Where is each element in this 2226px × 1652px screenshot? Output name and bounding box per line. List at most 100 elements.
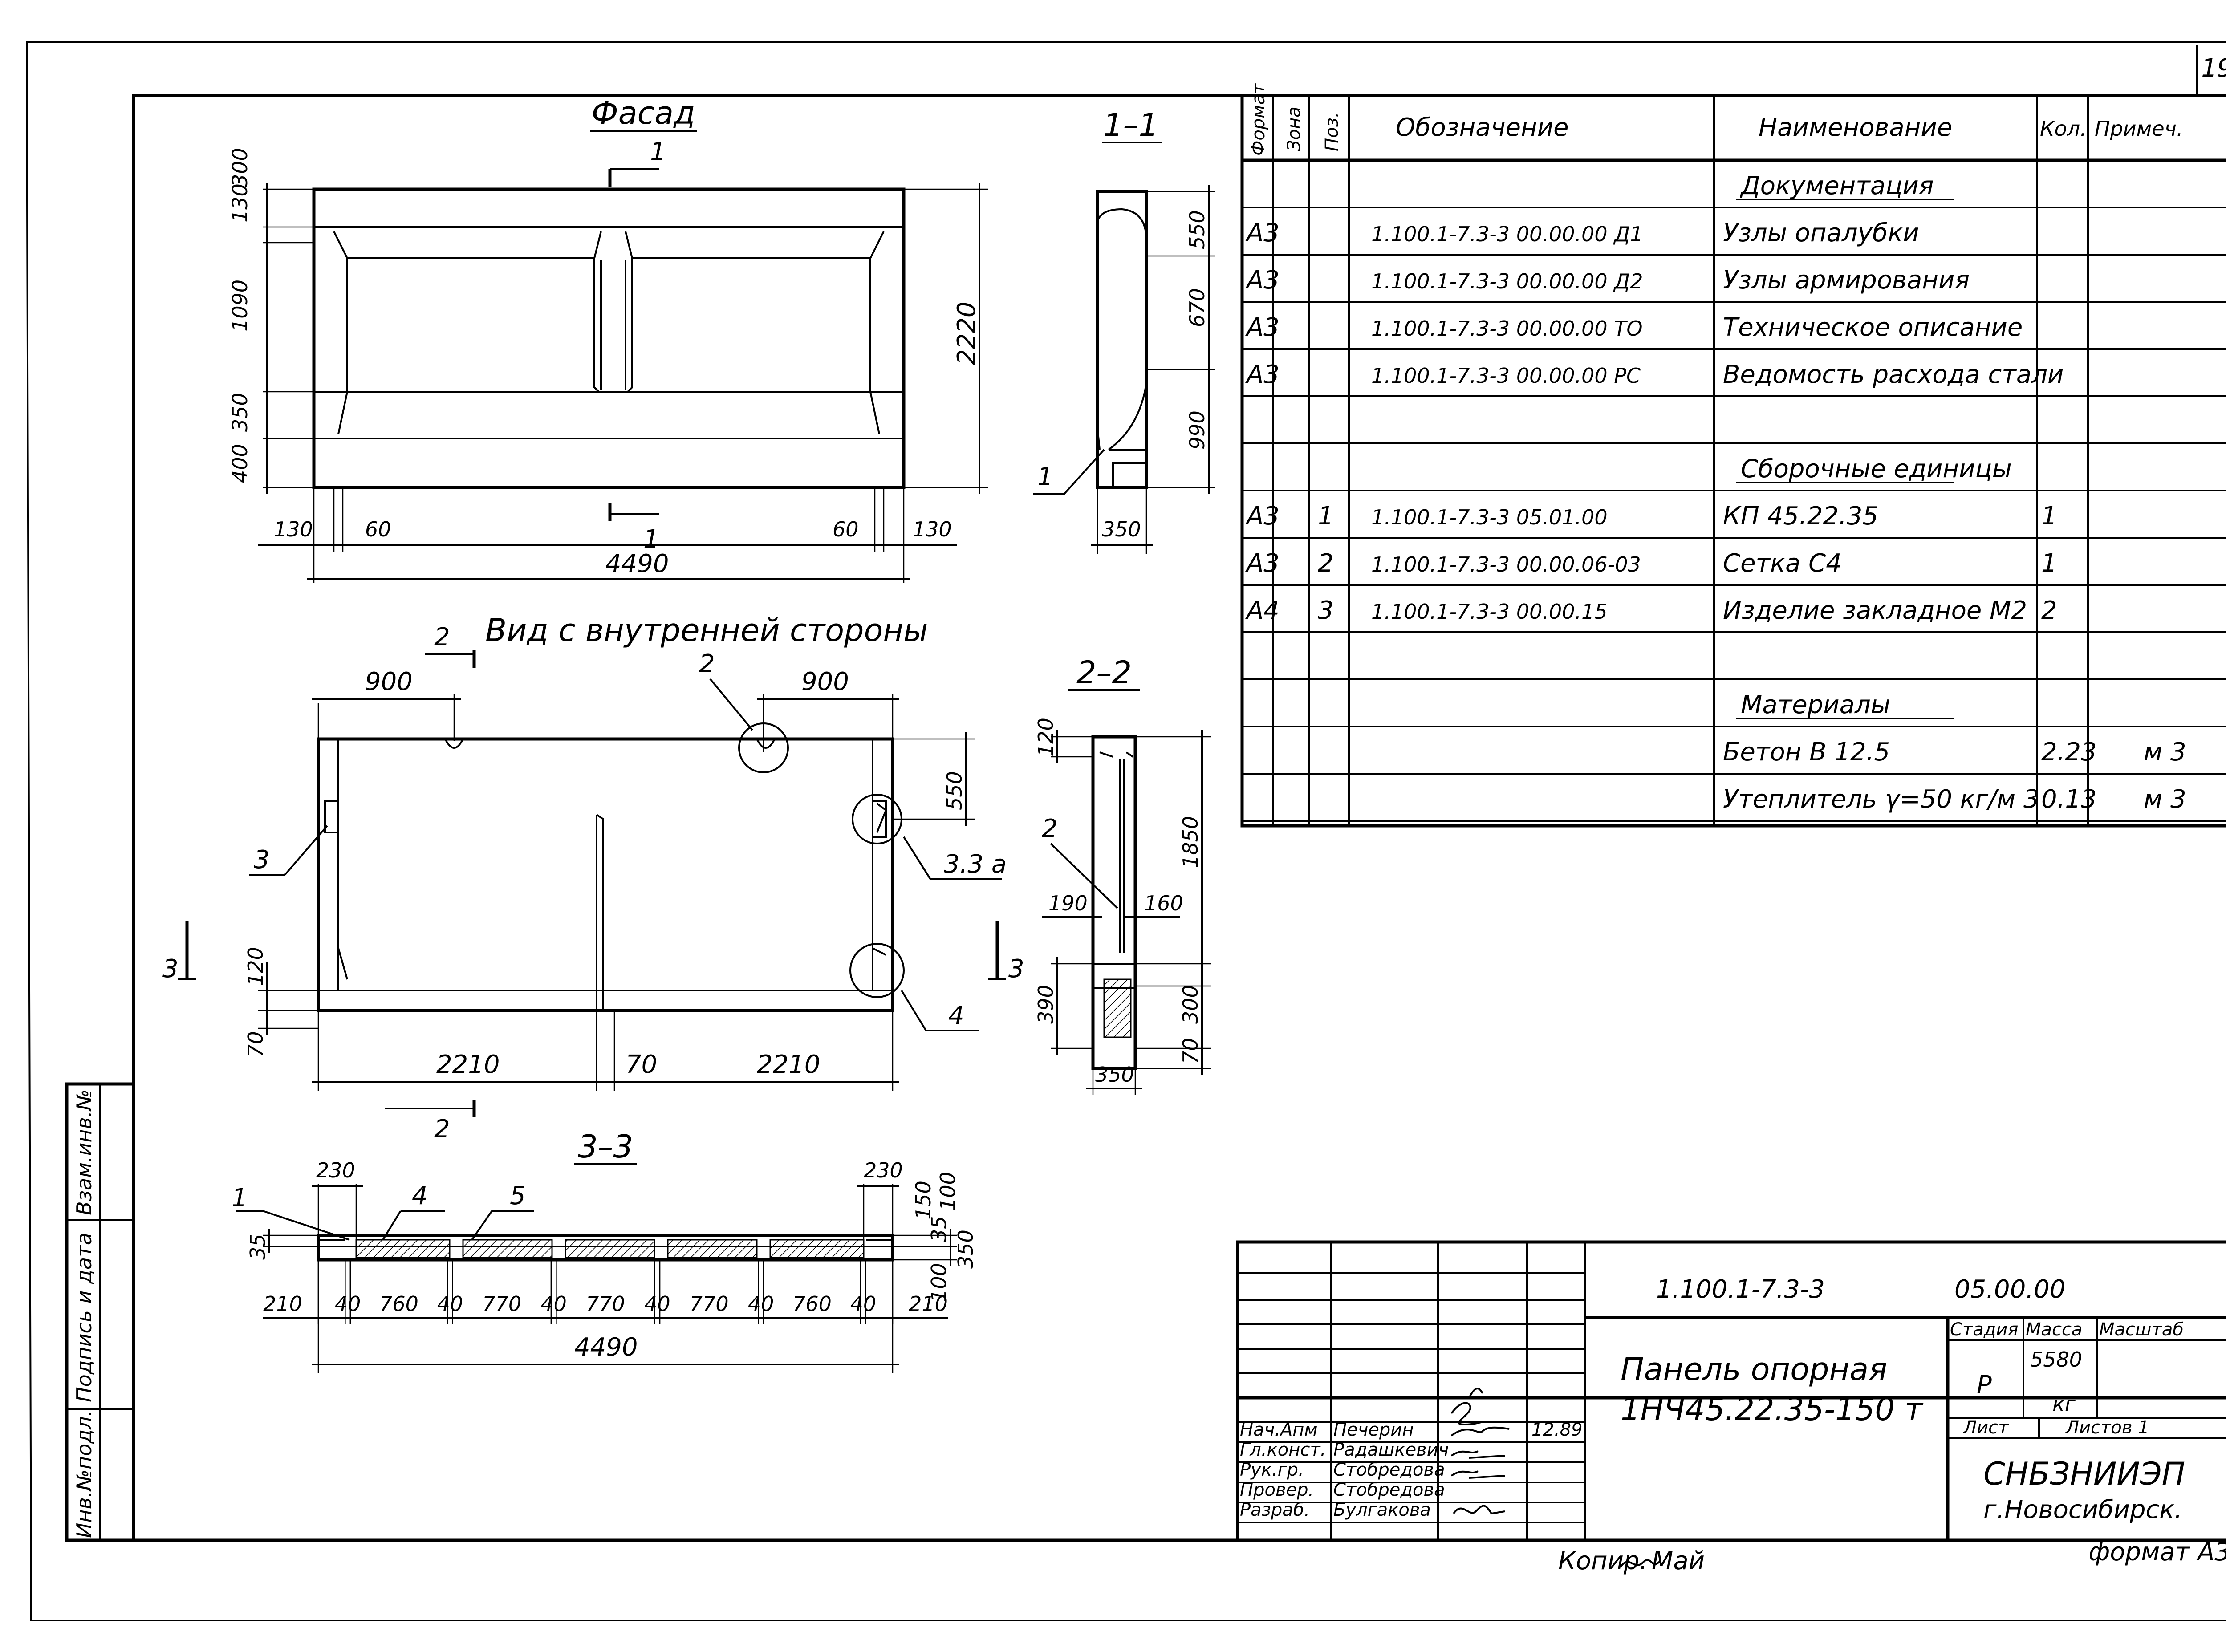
- facade-dim-b3: 60: [833, 517, 859, 541]
- spec-row-qty: 0.13: [2041, 785, 2097, 814]
- spec-row-format: А3: [1245, 360, 1280, 389]
- spec-row-name: Материалы: [1741, 690, 1890, 719]
- title-name-line2: 1НЧ45.22.35-150 т: [1621, 1391, 1924, 1428]
- facade-dim-b2: 60: [365, 517, 391, 541]
- section-3-3-title: 3–3: [578, 1128, 633, 1165]
- spec-row-pos: 1: [1318, 502, 1334, 531]
- section-3-3: 3–3 1 4 5 230 230 150 100 35 350 100 35 …: [232, 1128, 978, 1373]
- section-3-3-callout-1: 1: [232, 1184, 248, 1213]
- title-stage-header: Стадия: [1950, 1319, 2018, 1340]
- facade-dim-2220: 2220: [952, 301, 981, 365]
- section-3-3-dim-label: 40: [644, 1292, 670, 1316]
- section-1-1-dim-670: 670: [1185, 288, 1209, 327]
- facade-cut-bottom: 1: [643, 525, 659, 554]
- inner-cut-right: 3: [1008, 954, 1024, 983]
- spec-row-designation: 1.100.1-7.3-3 00.00.00 Д2: [1371, 269, 1643, 293]
- spec-row-note: м 3: [2144, 785, 2186, 814]
- spec-row-designation: 1.100.1-7.3-3 05.01.00: [1371, 505, 1608, 529]
- inner-dim-900-left: 900: [365, 667, 413, 696]
- facade-cut-top: 1: [650, 138, 666, 166]
- facade-dim-b4: 130: [913, 517, 952, 541]
- inner-callout-4: 4: [948, 1001, 964, 1030]
- spec-row-name: Утеплитель γ=50 кг/м 3: [1723, 785, 2039, 814]
- inner-view-title: Вид с внутренней стороны: [485, 612, 928, 649]
- inner-dim-2210-right: 2210: [757, 1050, 821, 1079]
- staff-role: Гл.конст.: [1240, 1440, 1326, 1460]
- section-2-2-dim-1850: 1850: [1178, 816, 1202, 868]
- section-3-3-dim-label: 760: [379, 1292, 418, 1316]
- spec-row-format: А4: [1245, 596, 1280, 625]
- title-block: 1.100.1-7.3-3 05.00.00 Панель опорная 1Н…: [1236, 1240, 2226, 1542]
- spec-row-name: КП 45.22.35: [1723, 502, 1878, 531]
- section-1-1-dim-990: 990: [1185, 410, 1209, 450]
- inner-callout-2: 2: [699, 649, 715, 678]
- section-1-1-dim-550: 550: [1185, 210, 1209, 249]
- spec-row-name: Сборочные единицы: [1741, 455, 2012, 483]
- title-code-2: 05.00.00: [1954, 1275, 2065, 1304]
- inner-callout-3: 3: [254, 845, 270, 874]
- facade-dim-350: 350: [228, 393, 252, 432]
- spec-header-format: Формат: [1248, 83, 1269, 156]
- inner-dim-550: 550: [942, 771, 967, 810]
- spec-row-qty: 2: [2041, 596, 2057, 625]
- section-3-3-dim-label: 770: [482, 1292, 521, 1316]
- spec-row-name: Узлы опалубки: [1723, 219, 1919, 248]
- section-3-3-dim-label: 770: [690, 1292, 729, 1316]
- spec-row-format: А3: [1245, 219, 1280, 248]
- staff-name: Стобредова: [1333, 1480, 1445, 1500]
- facade-dim-300: 300: [228, 148, 252, 187]
- section-1-1: 1–1 550 670 990 350 1: [1033, 107, 1215, 554]
- facade-dim-1090: 1090: [228, 280, 252, 332]
- section-3-3-dim-label: 40: [850, 1292, 877, 1316]
- inner-dim-70-mid: 70: [626, 1050, 657, 1079]
- section-3-3-callout-4: 4: [412, 1181, 428, 1210]
- facade-dim-130: 130: [228, 183, 252, 223]
- inner-callout-3-3a: 3.3 а: [944, 850, 1007, 879]
- spec-row-format: А3: [1245, 549, 1280, 578]
- spec-header-note: Примеч.: [2095, 117, 2183, 141]
- side-stamp-replace: Взам.инв.№: [72, 1089, 96, 1215]
- spec-row-name: Документация: [1739, 171, 1934, 200]
- facade-view: Фасад 1 1 130 300 1090 350 400 2220 130 …: [228, 95, 988, 583]
- inner-cut-bottom: 2: [434, 1115, 450, 1144]
- side-stamp-sign: Подпись и дата: [72, 1233, 96, 1402]
- staff-role: Нач.Апм: [1240, 1420, 1318, 1440]
- inner-view: Вид с внутренней стороны 2 900 900 2 550…: [162, 612, 1024, 1144]
- section-2-2-dim-160: 160: [1144, 891, 1183, 915]
- section-3-3-dim-label: 760: [792, 1292, 832, 1316]
- spec-row-name: Бетон В 12.5: [1723, 738, 1890, 767]
- staff-role: Рук.гр.: [1240, 1460, 1304, 1480]
- spec-row-qty: 1: [2041, 502, 2057, 531]
- spec-row-name: Сетка С4: [1723, 549, 1842, 578]
- section-3-3-dim-label: 40: [335, 1292, 361, 1316]
- section-1-1-callout: 1: [1037, 463, 1053, 491]
- section-3-3-dim-label: 40: [540, 1292, 567, 1316]
- section-3-3-callout-5: 5: [510, 1181, 526, 1210]
- staff-date: 12.89: [1531, 1420, 1583, 1440]
- title-mass-header: Масса: [2026, 1319, 2083, 1340]
- section-3-3-dim-total: 4490: [574, 1333, 638, 1362]
- section-3-3-dim-35: 35: [927, 1216, 951, 1242]
- spec-header-designation: Обозначение: [1396, 113, 1569, 142]
- spec-header-name: Наименование: [1759, 113, 1952, 142]
- title-org-1: СНБЗНИИЭП: [1983, 1456, 2185, 1492]
- spec-row-designation: 1.100.1-7.3-3 00.00.00 РС: [1371, 364, 1641, 388]
- section-3-3-dim-label: 40: [437, 1292, 463, 1316]
- title-mass-value: 5580: [2030, 1348, 2082, 1372]
- section-1-1-title: 1–1: [1103, 107, 1158, 143]
- spec-row-format: А3: [1245, 502, 1280, 531]
- staff-name: Радашкевич: [1333, 1440, 1449, 1460]
- facade-dim-total: 4490: [605, 549, 669, 578]
- spec-header-zone: Зона: [1284, 106, 1304, 151]
- spec-row-name: Узлы армирования: [1723, 266, 1970, 295]
- specification-table: Формат Зона Поз. Обозначение Наименовани…: [1240, 83, 2226, 828]
- spec-header-qty: Кол.: [2040, 117, 2087, 141]
- spec-header-pos: Поз.: [1322, 112, 1342, 151]
- spec-row-name: Изделие закладное М2: [1723, 596, 2027, 625]
- staff-name: Печерин: [1333, 1420, 1414, 1440]
- section-3-3-dim-label: 40: [748, 1292, 774, 1316]
- spec-row-format: А3: [1245, 266, 1280, 295]
- spec-row-designation: 1.100.1-7.3-3 00.00.06-03: [1371, 552, 1641, 576]
